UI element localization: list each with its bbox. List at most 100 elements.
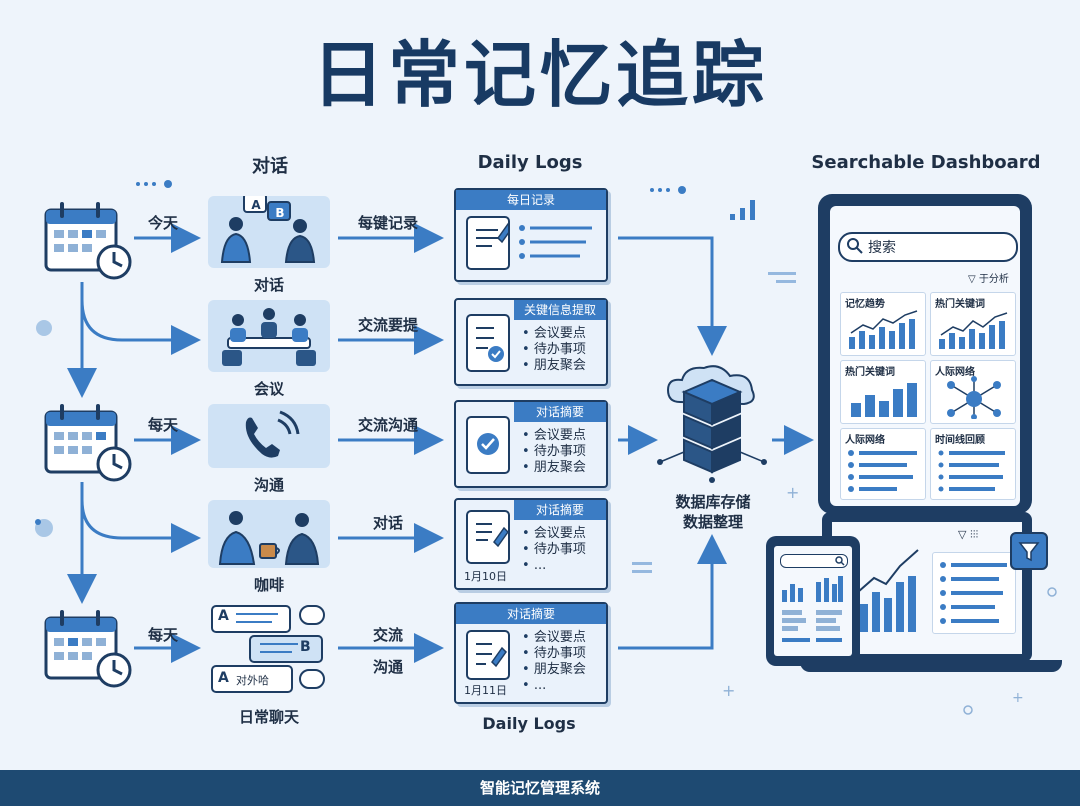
panel-title: 人际网络	[845, 435, 885, 446]
log-card: 每日记录	[454, 188, 608, 282]
laptop-toolbar[interactable]: ▽ ⫶⫶⫶	[958, 528, 979, 541]
panel-social-network[interactable]: 人际网络	[930, 360, 1016, 424]
list-lines	[938, 450, 1005, 492]
search-placeholder: 搜索	[868, 240, 896, 256]
source-label: 沟通	[253, 476, 284, 494]
log-item: 待办事项	[522, 646, 586, 662]
search-input[interactable]: 搜索	[838, 232, 1018, 262]
panel-title: 热门关键词	[935, 299, 985, 310]
network-icon	[947, 376, 1001, 419]
column-header-conversations: 对话	[252, 156, 288, 177]
source-label: 咖啡	[253, 576, 284, 594]
funnel-icon	[1018, 542, 1040, 562]
panel-title: 记忆趋势	[845, 299, 885, 310]
timeline-label-today: 今天	[147, 214, 178, 232]
log-item: 待办事项	[522, 342, 586, 358]
log-item: 待办事项	[522, 444, 586, 460]
filter-button[interactable]	[1010, 532, 1048, 570]
log-card: 关键信息提取 会议要点 待办事项 朋友聚会	[454, 298, 608, 386]
column-header-dashboard: Searchable Dashboard	[811, 152, 1041, 173]
database-label: 数据整理	[682, 513, 743, 531]
notepad-phone-icon	[466, 510, 510, 564]
calendar-icon	[44, 404, 132, 482]
search-icon	[847, 238, 863, 254]
arrow-label: 交流	[372, 626, 403, 644]
list-lines	[519, 225, 592, 259]
panel-social-network[interactable]: 人际网络	[840, 428, 926, 500]
bar-chart-icon	[851, 383, 917, 417]
laptop-base	[800, 660, 1062, 672]
calendar-icon	[44, 610, 132, 688]
log-item: 会议要点	[522, 526, 586, 542]
source-label: 会议	[253, 380, 284, 398]
svg-text:+: +	[786, 483, 799, 502]
conversation-illustration	[208, 193, 330, 268]
svg-text:+: +	[722, 681, 735, 700]
database-cloud-icon	[657, 365, 767, 483]
list-lines	[940, 562, 1007, 624]
panel-hot-keywords[interactable]: 热门关键词	[930, 292, 1016, 356]
bubble-text: 对外哈	[236, 674, 269, 687]
bar-chart-icon	[939, 312, 1008, 349]
filter-icon: ▽	[968, 274, 976, 285]
log-item: 会议要点	[522, 428, 586, 444]
panel-title: 热门关键词	[845, 367, 895, 378]
arrow-label: 每键记录	[357, 214, 418, 232]
log-item: ...	[522, 678, 586, 694]
panel-hot-keywords[interactable]: 热门关键词	[840, 360, 926, 424]
notepad-icon	[466, 216, 513, 270]
log-item: ...	[522, 558, 586, 574]
bubble-b: B	[275, 206, 285, 220]
tablet-charts-icon	[782, 576, 843, 642]
coffee-illustration	[208, 500, 330, 568]
log-card-header: 对话摘要	[514, 402, 606, 422]
log-date: 1月11日	[464, 684, 507, 697]
log-item: 会议要点	[522, 630, 586, 646]
bubble-a: A	[218, 670, 229, 686]
bubble-b: B	[300, 639, 311, 655]
checklist-icon	[466, 630, 510, 680]
panel-memory-trend[interactable]: 记忆趋势	[840, 292, 926, 356]
phone-illustration	[208, 404, 330, 468]
search-icon	[835, 556, 845, 566]
log-card-header: 对话摘要	[514, 500, 606, 520]
page-title: 日常记忆追踪	[311, 33, 768, 117]
calendar-icon	[44, 202, 132, 280]
database-label: 数据库存储	[675, 493, 751, 511]
check-phone-icon	[466, 416, 510, 474]
log-card: 对话摘要 会议要点 待办事项 朋友聚会	[454, 400, 608, 488]
source-label: 日常聊天	[238, 708, 299, 726]
daily-logs-footer-label: Daily Logs	[482, 714, 576, 733]
checklist-phone-icon	[466, 314, 510, 372]
log-card-header: 每日记录	[456, 190, 606, 210]
svg-text:+: +	[1012, 690, 1024, 706]
bubble-a: A	[218, 608, 229, 624]
filter-label[interactable]: ▽ 于分析	[968, 270, 1009, 285]
footer-banner: 智能记忆管理系统	[0, 770, 1080, 806]
panel-timeline-review[interactable]: 时间线回顾	[930, 428, 1016, 500]
filter-label-text: 于分析	[978, 274, 1009, 285]
laptop-list-panel	[932, 552, 1016, 634]
log-date: 1月10日	[464, 570, 507, 583]
laptop-chart-icon	[857, 549, 919, 632]
tablet-search-input[interactable]	[780, 554, 848, 568]
log-card-header: 对话摘要	[456, 604, 606, 624]
timeline-label-everyday: 每天	[147, 626, 178, 644]
log-item: 待办事项	[522, 542, 586, 558]
arrow-label: 对话	[372, 514, 403, 532]
list-lines	[848, 450, 917, 492]
trend-chart-icon	[849, 310, 918, 349]
log-item: 朋友聚会	[522, 662, 586, 678]
panel-title: 时间线回顾	[935, 435, 985, 446]
arrow-label: 沟通	[372, 658, 403, 676]
bubble-a: A	[251, 198, 261, 212]
arrow-label: 交流要提	[357, 316, 418, 334]
chat-bubbles-icon	[211, 605, 325, 693]
log-item: 朋友聚会	[522, 460, 586, 476]
column-header-daily-logs: Daily Logs	[477, 152, 583, 173]
log-card: 对话摘要 1月11日 会议要点 待办事项 朋友聚会 ...	[454, 602, 608, 704]
log-item: 会议要点	[522, 326, 586, 342]
arrow-label: 交流沟通	[357, 416, 418, 434]
meeting-illustration	[208, 300, 330, 372]
timeline-label-everyday: 每天	[147, 416, 178, 434]
